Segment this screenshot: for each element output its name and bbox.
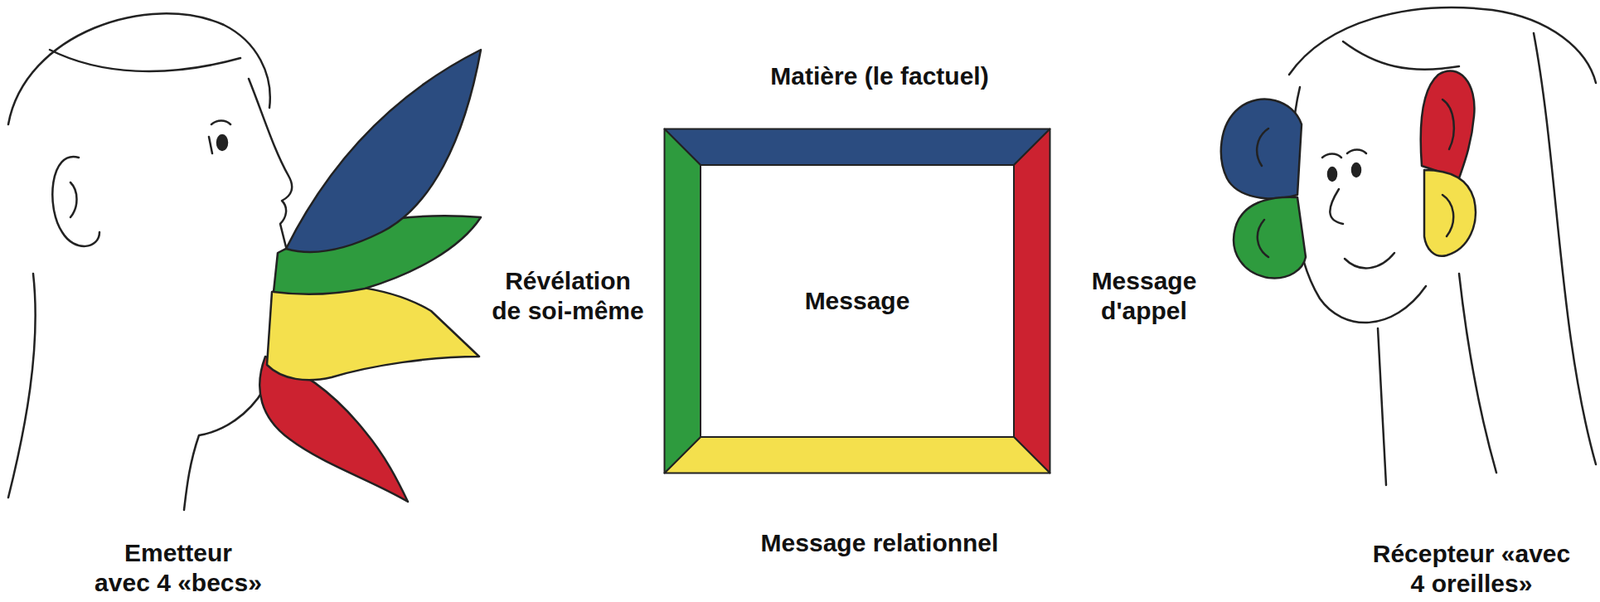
sender-hair <box>8 13 271 125</box>
relationship-side-label: Message relationnel <box>672 528 1087 558</box>
message-square: Message <box>663 127 1052 475</box>
receiver-neck <box>1377 273 1497 485</box>
sender-caption: Emetteur avec 4 «becs» <box>70 538 287 598</box>
sender-neck <box>8 273 36 498</box>
receiver-hair <box>1533 33 1596 465</box>
appeal-side <box>1013 129 1051 474</box>
sender-eye <box>217 135 228 151</box>
receiver-mouth <box>1344 252 1395 268</box>
yellow-ear <box>1442 194 1454 237</box>
receiver-nose <box>1329 189 1344 224</box>
self-revelation-side <box>664 129 702 474</box>
self-revelation-label: Révélation de soi-même <box>484 266 651 326</box>
yellow-beak <box>266 285 480 381</box>
blue-ear <box>1256 128 1269 166</box>
yellow-ear <box>1424 169 1476 257</box>
receiver-caption: Récepteur «avec 4 oreilles» <box>1351 538 1592 599</box>
sender-eye <box>211 121 231 126</box>
factual-side <box>664 129 1051 166</box>
receiver-hair <box>1343 41 1460 70</box>
sender-eye <box>208 136 213 154</box>
factual-side-label: Matière (le factuel) <box>672 61 1087 92</box>
receiver-face <box>1291 87 1426 323</box>
green-ear <box>1257 219 1269 257</box>
red-ear <box>1442 99 1455 150</box>
sender-face <box>248 78 292 248</box>
red-ear <box>1420 71 1475 179</box>
green-ear <box>1233 197 1306 279</box>
red-beak <box>259 356 408 502</box>
message-text: Message <box>804 286 911 316</box>
sender-ear <box>52 156 100 247</box>
receiver-eye <box>1322 150 1367 159</box>
appeal-side-label: Message d'appel <box>1065 266 1223 326</box>
blue-ear <box>1221 99 1302 199</box>
sender-chin <box>184 389 264 510</box>
receiver-eye <box>1352 163 1361 177</box>
sender-hair <box>49 49 241 72</box>
receiver-eye <box>1328 167 1337 181</box>
relationship-side <box>664 436 1051 474</box>
blue-beak <box>286 49 481 253</box>
